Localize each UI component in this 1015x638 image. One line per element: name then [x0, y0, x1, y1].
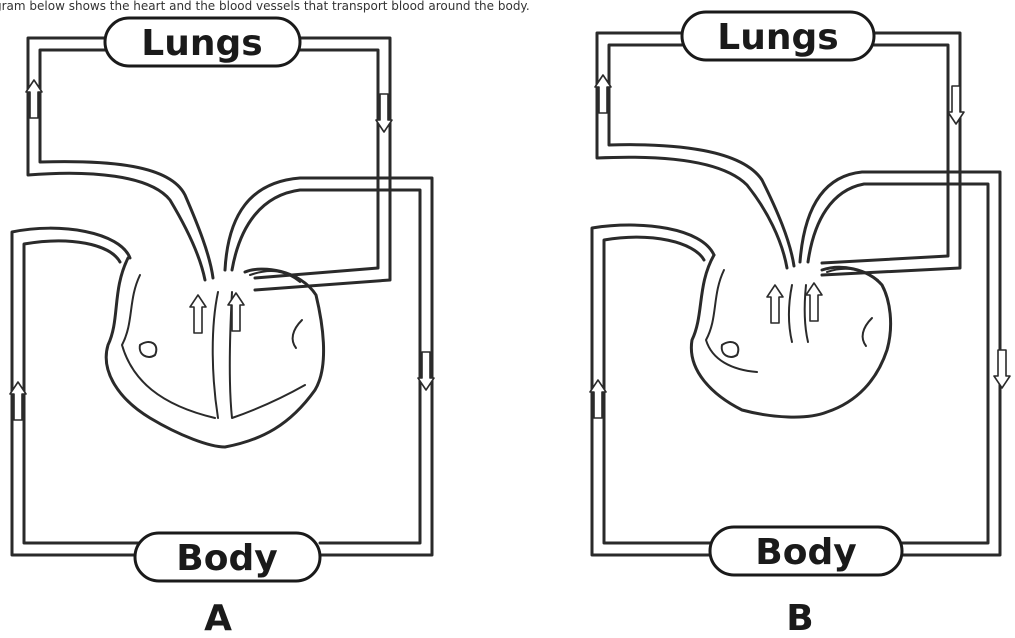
pulmonary-vessel-right-outer — [255, 38, 390, 290]
pulmonary-vessel-left-inner — [40, 50, 213, 278]
diagram-a: Lungs Body A — [10, 18, 434, 638]
systemic-vessel-left-inner — [604, 237, 712, 543]
heart-septum-left — [789, 285, 792, 342]
heart-valve-left — [722, 342, 739, 357]
heart-septum-right — [230, 292, 305, 418]
arrow-icon — [806, 283, 822, 321]
body-label-b: Body — [755, 532, 856, 573]
heart-septum-left — [213, 292, 218, 418]
pulmonary-vessel-right-inner — [255, 50, 378, 278]
pulmonary-vessel-left-outer — [597, 33, 787, 268]
arrow-icon — [190, 295, 206, 333]
pulmonary-vessel-right-outer — [822, 33, 960, 275]
systemic-vessel-left-outer — [592, 225, 714, 555]
lungs-box-a: Lungs — [105, 18, 300, 66]
lungs-label-b: Lungs — [717, 17, 838, 58]
body-box-b: Body — [710, 527, 902, 575]
systemic-vessel-right-outer — [800, 172, 1000, 555]
arrow-icon — [767, 285, 783, 323]
body-box-a: Body — [135, 533, 320, 581]
body-label-a: Body — [176, 538, 277, 579]
pulmonary-vessel-left-inner — [609, 45, 794, 266]
lungs-box-b: Lungs — [682, 12, 874, 60]
caption-text: gram below shows the heart and the blood… — [0, 0, 530, 13]
figure-label-a: A — [204, 598, 232, 638]
diagram-b: Lungs Body B — [590, 12, 1010, 638]
arrow-icon — [948, 86, 964, 124]
heart-valve-right — [293, 320, 302, 348]
systemic-vessel-left-inner — [24, 241, 140, 543]
systemic-vessel-right-inner — [232, 190, 420, 543]
heart-left-wall — [122, 275, 215, 418]
arrow-icon — [994, 350, 1010, 388]
systemic-vessel-right-outer — [225, 178, 432, 555]
figure-label-b: B — [786, 598, 813, 638]
pulmonary-vessel-right-inner — [822, 45, 948, 263]
lungs-label-a: Lungs — [141, 23, 262, 64]
heart-valve-right — [863, 318, 872, 346]
heart-valve-left — [140, 342, 157, 357]
